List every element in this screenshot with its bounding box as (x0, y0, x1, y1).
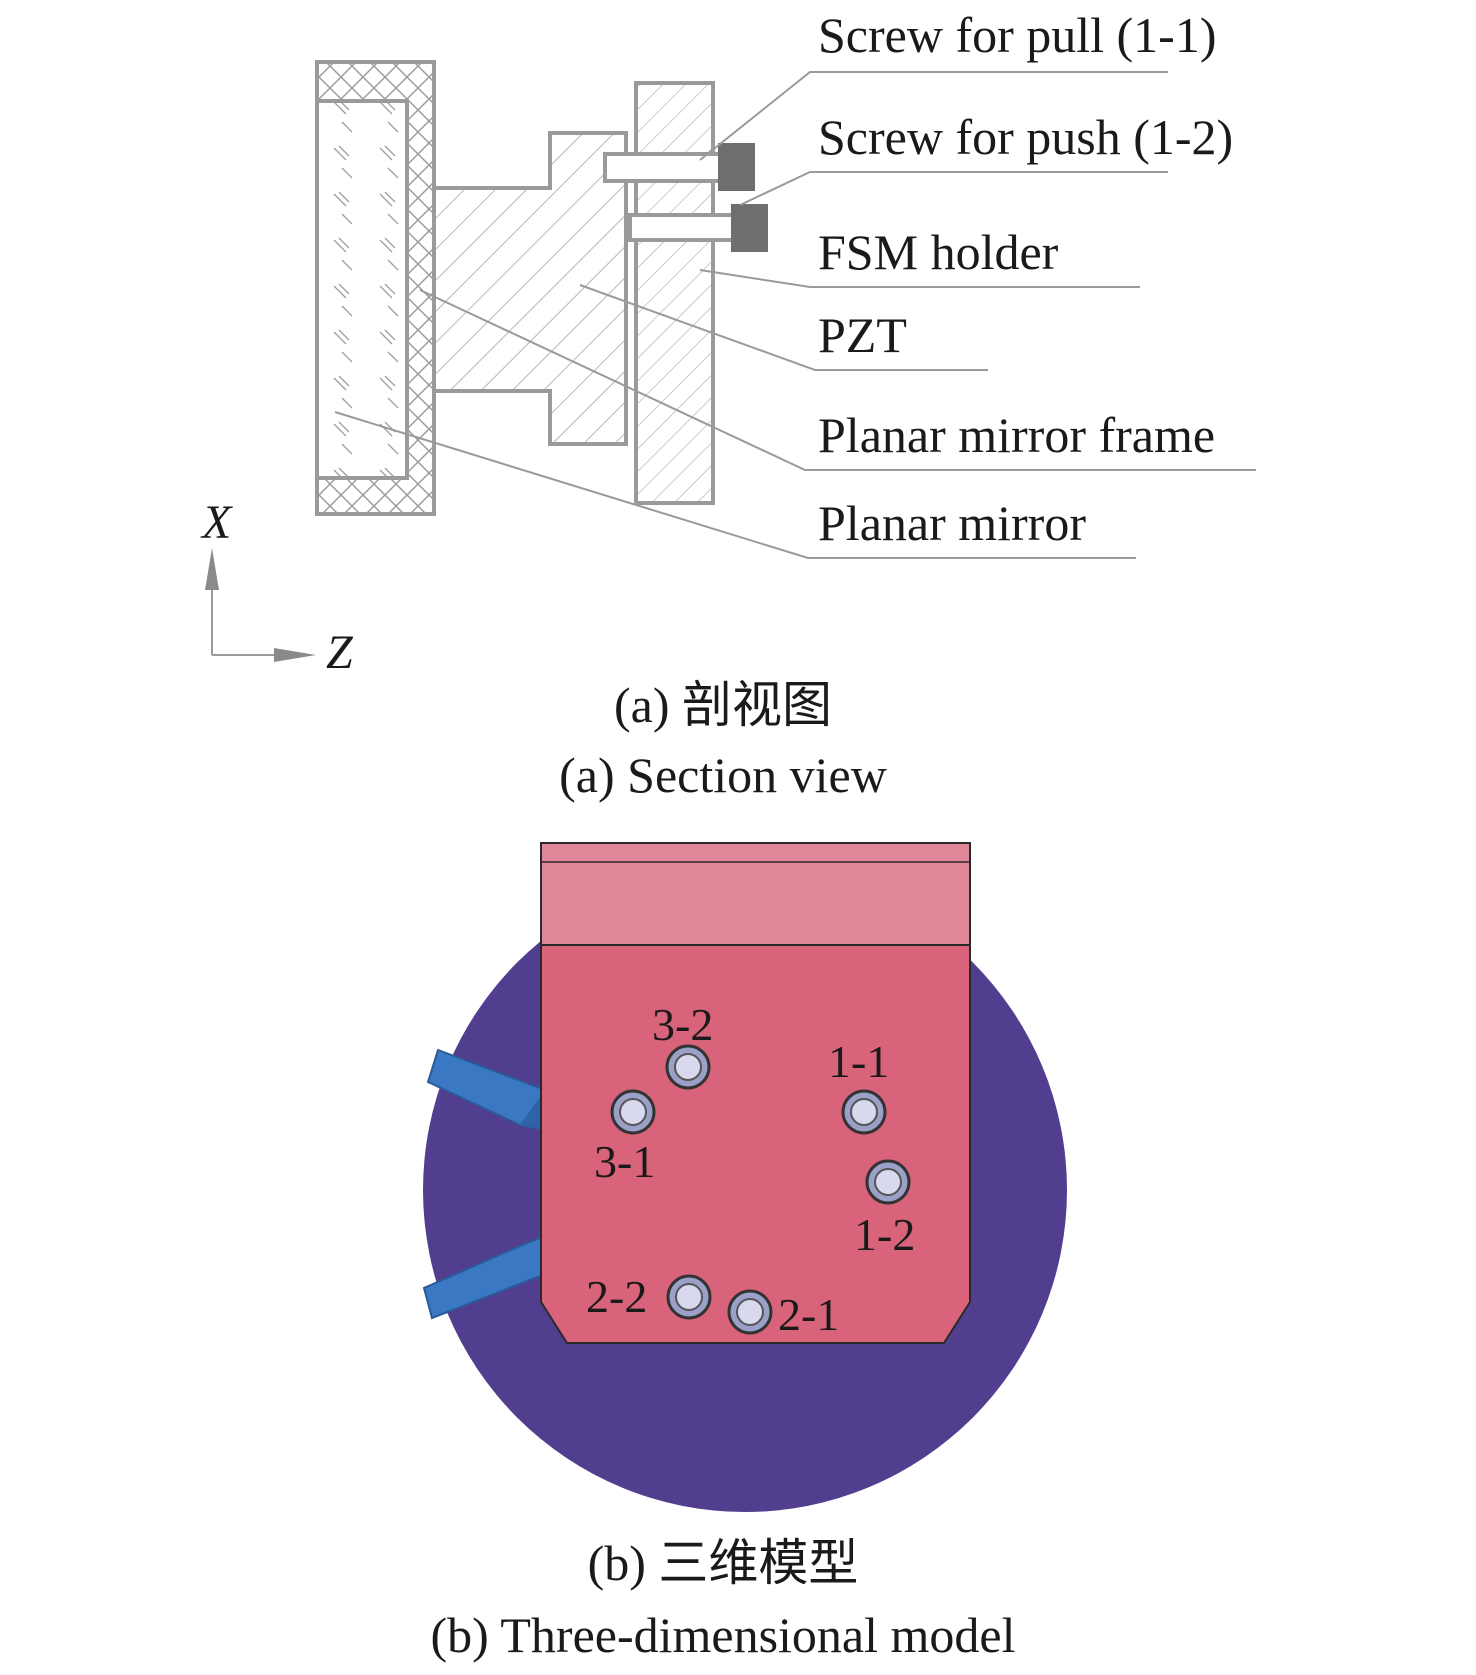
label-3-2: 3-2 (652, 999, 713, 1050)
caption-a-cn: (a) 剖视图 (614, 677, 832, 733)
screw-head-3-2 (665, 1044, 711, 1090)
model-view: 3-2 3-1 1-1 1-2 2-2 2-1 (b) 三维模型 (b) Thr… (422, 842, 1067, 1663)
screw-head-2-1 (727, 1289, 773, 1335)
pull-screw-part (603, 143, 755, 191)
mirror-frame-label: Planar mirror frame (818, 407, 1215, 463)
pzt-label: PZT (818, 307, 907, 363)
mirror-part (315, 99, 409, 480)
push-screw-label: Screw for push (1-2) (818, 109, 1233, 165)
holder-top-band (540, 842, 971, 946)
label-2-1: 2-1 (778, 1289, 839, 1340)
push-screw-part (628, 204, 768, 252)
label-1-2: 1-2 (854, 1209, 915, 1260)
section-view: Screw for pull (1-1) Screw for push (1-2… (200, 7, 1256, 803)
label-2-2: 2-2 (586, 1271, 647, 1322)
mirror-label: Planar mirror (818, 495, 1086, 551)
caption-b-en: (b) Three-dimensional model (430, 1607, 1015, 1663)
z-axis-label: Z (326, 626, 354, 679)
caption-a-en: (a) Section view (559, 747, 887, 803)
x-axis-label: X (200, 496, 233, 549)
caption-b-cn: (b) 三维模型 (588, 1535, 859, 1591)
fsm-holder-part (634, 81, 715, 505)
fsm-holder-label: FSM holder (818, 224, 1059, 280)
label-3-1: 3-1 (594, 1136, 655, 1187)
screw-head-1-1 (841, 1089, 887, 1135)
leader-lines (334, 71, 1256, 559)
pull-screw-label: Screw for pull (1-1) (818, 7, 1217, 63)
label-1-1: 1-1 (828, 1036, 889, 1087)
axes-indicator: X Z (200, 496, 354, 679)
screw-head-3-1 (610, 1089, 656, 1135)
pzt-part (432, 131, 628, 446)
screw-head-2-2 (666, 1274, 712, 1320)
screw-head-1-2 (865, 1159, 911, 1205)
